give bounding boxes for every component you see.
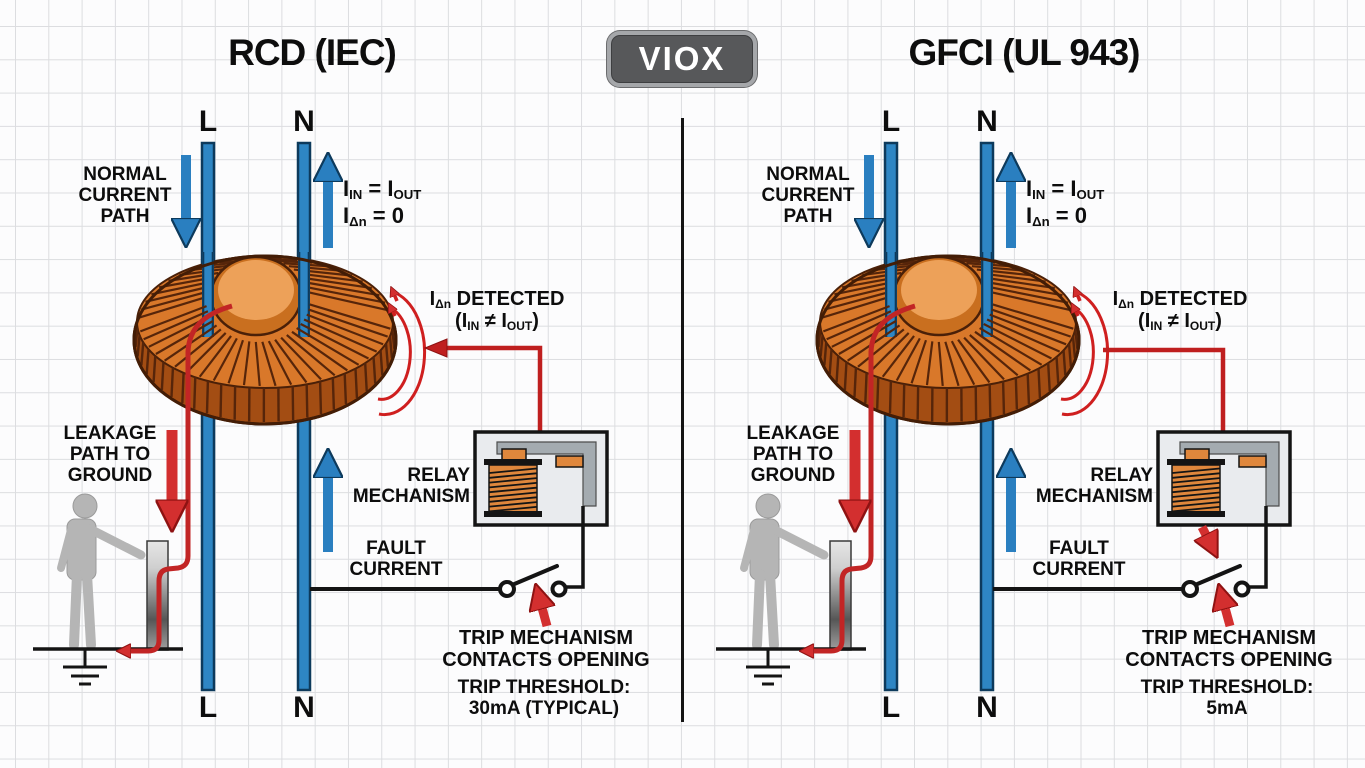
- live-label-top: L: [881, 105, 901, 138]
- fault-current-label: FAULT CURRENT: [1032, 538, 1126, 580]
- trip-arrow-up: [1224, 604, 1230, 628]
- trip-mechanism-label: TRIP MECHANISM CONTACTS OPENING: [442, 627, 650, 671]
- balanced-current-formula: IIN = IOUT: [343, 176, 422, 202]
- detection-signal-wire: [423, 338, 543, 431]
- viox-logo-text: VIOX: [638, 40, 726, 77]
- relay-output-wire: [566, 506, 585, 589]
- trip-threshold-label: TRIP THRESHOLD: 5mA: [1140, 677, 1314, 719]
- residual-detected-label: IΔn DETECTED (IIN ≠ IOUT): [1112, 288, 1248, 333]
- relay-box: [473, 430, 609, 589]
- live-label-bottom: L: [198, 691, 218, 724]
- trip-switch: [498, 564, 568, 598]
- relay-contact-pad: [555, 455, 584, 468]
- detection-field-arcs: [377, 292, 427, 417]
- switch-contact-left: [1181, 580, 1199, 598]
- live-label-top: L: [198, 105, 218, 138]
- trip-arrow-up: [541, 604, 547, 628]
- switch-blade: [1193, 564, 1242, 587]
- zero-residual-formula: IΔn = 0: [1026, 203, 1087, 229]
- detection-field-arcs: [1060, 292, 1110, 417]
- diagram-rcd: [33, 141, 609, 692]
- balanced-current-formula: IIN = IOUT: [1026, 176, 1105, 202]
- current-transformer-toroid: [815, 252, 1081, 426]
- relay-contact-pad: [1238, 455, 1267, 468]
- leakage-current-wire: [811, 303, 916, 651]
- switch-blade: [510, 564, 559, 587]
- normal-current-path-label: NORMAL CURRENT PATH: [78, 164, 172, 227]
- neutral-label-top: N: [976, 105, 998, 138]
- residual-detected-label: IΔn DETECTED (IIN ≠ IOUT): [429, 288, 565, 333]
- trip-mechanism-label: TRIP MECHANISM CONTACTS OPENING: [1125, 627, 1333, 671]
- page-title: GFCI (UL 943): [908, 32, 1141, 73]
- person-figure: [57, 493, 146, 650]
- normal-current-path-label: NORMAL CURRENT PATH: [761, 164, 855, 227]
- diagram-gfci: [716, 141, 1292, 692]
- panel-divider: [681, 118, 684, 722]
- toroid-winding-front: [134, 303, 396, 422]
- ground-symbol: [746, 649, 790, 686]
- page-title: RCD (IEC): [228, 32, 397, 73]
- relay-coil-windings: [489, 467, 537, 513]
- viox-logo: VIOX: [607, 31, 757, 87]
- neutral-label-top: N: [293, 105, 315, 138]
- leakage-path-label: LEAKAGE PATH TO GROUND: [746, 423, 840, 486]
- zero-residual-formula: IΔn = 0: [343, 203, 404, 229]
- trip-switch: [1181, 564, 1251, 598]
- leakage-path-label: LEAKAGE PATH TO GROUND: [63, 423, 157, 486]
- neutral-label-bottom: N: [976, 691, 998, 724]
- person-figure: [740, 493, 829, 650]
- detection-arrowhead: [423, 338, 448, 358]
- panel-rcd: RCD (IEC) L N NORMAL CURRENT PATH IIN = …: [63, 32, 650, 724]
- live-label-bottom: L: [881, 691, 901, 724]
- trip-arrow-down: [1202, 524, 1208, 539]
- detection-signal-wire: [1103, 347, 1226, 431]
- current-transformer-toroid: [132, 252, 398, 426]
- fault-current-label: FAULT CURRENT: [349, 538, 443, 580]
- ground-symbol: [63, 649, 107, 686]
- switch-contact-left: [498, 580, 516, 598]
- neutral-label-bottom: N: [293, 691, 315, 724]
- leakage-current-wire: [128, 303, 233, 651]
- relay-mechanism-label: RELAY MECHANISM: [352, 465, 470, 507]
- relay-output-wire: [1249, 506, 1268, 589]
- relay-box: [1156, 430, 1292, 589]
- panel-gfci: GFCI (UL 943) L N NORMAL CURRENT PATH II…: [683, 0, 1365, 768]
- trip-threshold-label: TRIP THRESHOLD: 30mA (TYPICAL): [457, 677, 631, 719]
- toroid-winding-front: [817, 303, 1079, 422]
- relay-coil-windings: [1172, 467, 1220, 513]
- relay-mechanism-label: RELAY MECHANISM: [1035, 465, 1153, 507]
